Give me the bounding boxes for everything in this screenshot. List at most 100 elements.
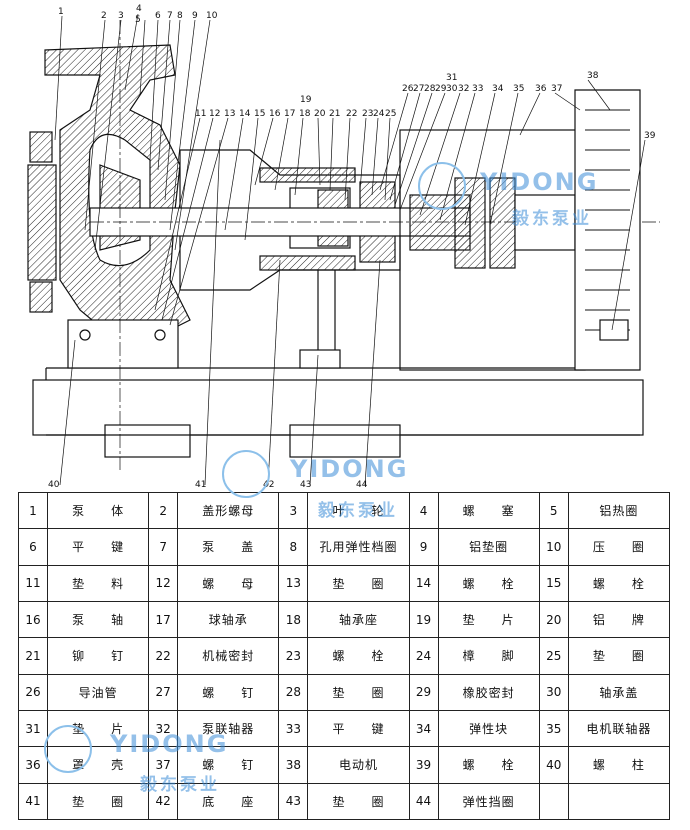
callout: 22 — [346, 109, 357, 119]
part-name: 泵 盖 — [177, 528, 280, 566]
part-name: 螺 栓 — [437, 746, 540, 784]
part-name: 垫 圈 — [307, 564, 410, 602]
part-name: 叶 轮 — [307, 491, 410, 530]
part-number: 6 — [18, 528, 48, 566]
part-number: 35 — [538, 709, 569, 748]
part-number: 14 — [408, 564, 439, 602]
coupling — [399, 129, 586, 371]
part-number: 22 — [148, 637, 179, 675]
part-number: 44 — [408, 782, 439, 821]
callout: 32 — [458, 84, 469, 94]
part-number: 19 — [408, 600, 439, 639]
part-number: 23 — [278, 637, 309, 675]
part-number: 36 — [18, 746, 48, 784]
part-name: 垫 圈 — [567, 637, 671, 675]
leader-lines — [54, 13, 646, 486]
part-name: 机械密封 — [177, 637, 280, 675]
callout-numbers: 1 2 3 4 5 6 7 8 9 10 11 12 13 14 15 16 1… — [48, 4, 656, 490]
part-name: 压 圈 — [567, 528, 671, 566]
part-number: 26 — [18, 673, 48, 711]
callout: 40 — [48, 480, 60, 490]
callout: 4 — [136, 4, 142, 14]
part-name: 泵 轴 — [46, 600, 150, 639]
part-name: 球轴承 — [177, 600, 280, 639]
part-name: 平 键 — [307, 709, 410, 748]
callout: 21 — [329, 109, 340, 119]
part-number: 28 — [278, 673, 309, 711]
part-name: 弹性块 — [437, 709, 540, 748]
callout: 18 — [299, 109, 311, 119]
part-number: 4 — [408, 491, 439, 530]
part-number: 25 — [538, 637, 569, 675]
part-number: 20 — [538, 600, 569, 639]
callout: 43 — [300, 480, 311, 490]
part-number: 40 — [538, 746, 569, 784]
part-name: 铝热圈 — [567, 491, 671, 530]
part-name: 螺 钉 — [177, 746, 280, 784]
callout: 14 — [239, 109, 251, 119]
callout: 8 — [177, 11, 183, 21]
part-number: 7 — [148, 528, 179, 566]
part-number: 33 — [278, 709, 309, 748]
part-number: 43 — [278, 782, 309, 821]
part-name: 垫 料 — [46, 564, 150, 602]
watermark-badge-icon — [44, 725, 92, 773]
part-name: 螺 柱 — [567, 746, 671, 784]
part-number: 10 — [538, 528, 569, 566]
watermark-badge-icon — [418, 162, 466, 210]
pump-shaft — [89, 207, 660, 237]
part-number: 1 — [18, 491, 48, 530]
watermark-brand-cn: 毅东泵业 — [140, 775, 220, 795]
part-number: 11 — [18, 564, 48, 602]
part-name: 轴承座 — [307, 600, 410, 639]
part-number: 15 — [538, 564, 569, 602]
part-number: 41 — [18, 782, 48, 821]
watermark-brand: YIDONG — [290, 455, 409, 483]
part-number: 30 — [538, 673, 569, 711]
callout: 3 — [118, 11, 124, 21]
watermark-badge-icon — [222, 450, 270, 498]
watermark-brand: YIDONG — [110, 730, 229, 758]
callout: 41 — [195, 480, 206, 490]
callout: 39 — [644, 131, 656, 141]
part-name: 螺 母 — [177, 564, 280, 602]
callout: 1 — [58, 7, 64, 17]
part-name: 垫 圈 — [307, 782, 410, 821]
bearing-housing — [179, 149, 401, 369]
part-number: 8 — [278, 528, 309, 566]
part-number: 31 — [18, 709, 48, 748]
callout: 9 — [192, 11, 198, 21]
callout: 7 — [167, 11, 173, 21]
part-number: 3 — [278, 491, 309, 530]
base-plate — [32, 367, 644, 458]
part-number — [538, 782, 569, 821]
callout: 44 — [356, 480, 368, 490]
callout: 5 — [135, 15, 141, 25]
callout: 20 — [314, 109, 326, 119]
part-number: 13 — [278, 564, 309, 602]
part-number: 27 — [148, 673, 179, 711]
part-name: 轴承盖 — [567, 673, 671, 711]
part-number: 2 — [148, 491, 179, 530]
part-name: 铆 钉 — [46, 637, 150, 675]
watermark-brand: YIDONG — [480, 168, 599, 196]
part-number: 9 — [408, 528, 439, 566]
part-name: 盖形螺母 — [177, 491, 280, 530]
part-name: 底 座 — [177, 782, 280, 821]
callout: 19 — [300, 95, 312, 105]
part-name: 平 键 — [46, 528, 150, 566]
callout: 30 — [446, 84, 458, 94]
watermark-brand-cn: 毅东泵业 — [512, 209, 592, 229]
part-name: 泵 体 — [46, 491, 150, 530]
part-name — [567, 782, 671, 821]
part-name: 螺 钉 — [177, 673, 280, 711]
callout: 34 — [492, 84, 504, 94]
part-name: 垫 圈 — [46, 782, 150, 821]
part-number: 21 — [18, 637, 48, 675]
part-number: 38 — [278, 746, 309, 784]
